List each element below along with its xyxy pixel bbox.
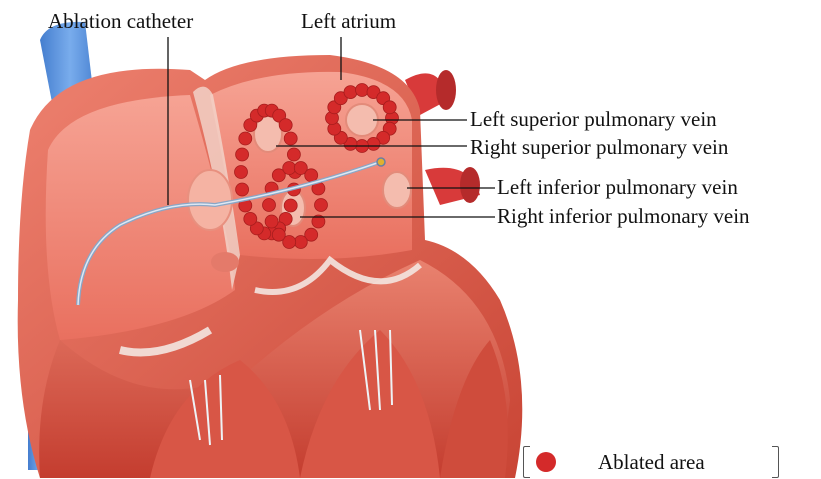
ablation-dot [235,166,248,179]
ablation-dot [344,86,357,99]
ablation-dot [236,148,249,161]
label-left-atrium: Left atrium [301,11,396,32]
ablation-dot [265,215,278,228]
ablation-dot [283,162,296,175]
ablation-dot [294,236,307,249]
ablation-dot [244,212,257,225]
ablation-dot [263,199,276,212]
ablation-dot [236,183,249,196]
ablated-area-swatch [536,452,556,472]
label-left-superior-pulmonary-vein: Left superior pulmonary vein [470,109,717,130]
ablation-dot [239,132,252,145]
legend-ablated-area-label: Ablated area [598,452,705,473]
label-ablation-catheter: Ablation catheter [48,11,193,32]
ablation-dot [272,228,285,241]
legend: Ablated area [523,446,779,478]
ablation-dot [305,169,318,182]
label-right-inferior-pulmonary-vein: Right inferior pulmonary vein [497,206,750,227]
ablation-dot [279,119,292,132]
label-left-inferior-pulmonary-vein: Left inferior pulmonary vein [497,177,738,198]
ablation-dot [367,137,380,150]
ablation-dot [287,148,300,161]
legend-bracket-left [523,446,530,478]
catheter-tip [377,158,385,166]
fossa-ovalis [188,170,232,230]
ablation-dot [383,101,396,114]
ablation-dot [315,199,328,212]
ablation-dot [284,132,297,145]
label-right-superior-pulmonary-vein: Right superior pulmonary vein [470,137,728,158]
ablation-dot [356,84,369,97]
ablation-dot [284,199,297,212]
coronary-sinus-ostium [211,252,239,272]
legend-bracket-right [772,446,779,478]
